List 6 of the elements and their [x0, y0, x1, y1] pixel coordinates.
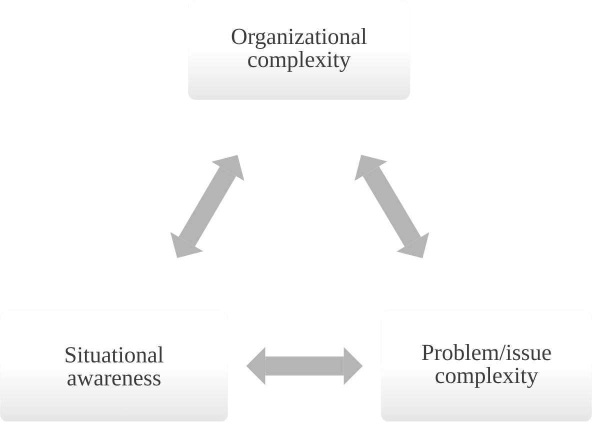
rounded-box: Problem/issue complexity: [380, 310, 592, 422]
double-arrow: [246, 347, 363, 385]
double-arrow: [354, 154, 430, 258]
double-arrow: [170, 154, 244, 258]
rounded-box: Organizational complexity: [188, 0, 410, 100]
rounded-box: Situational awareness: [0, 310, 228, 422]
